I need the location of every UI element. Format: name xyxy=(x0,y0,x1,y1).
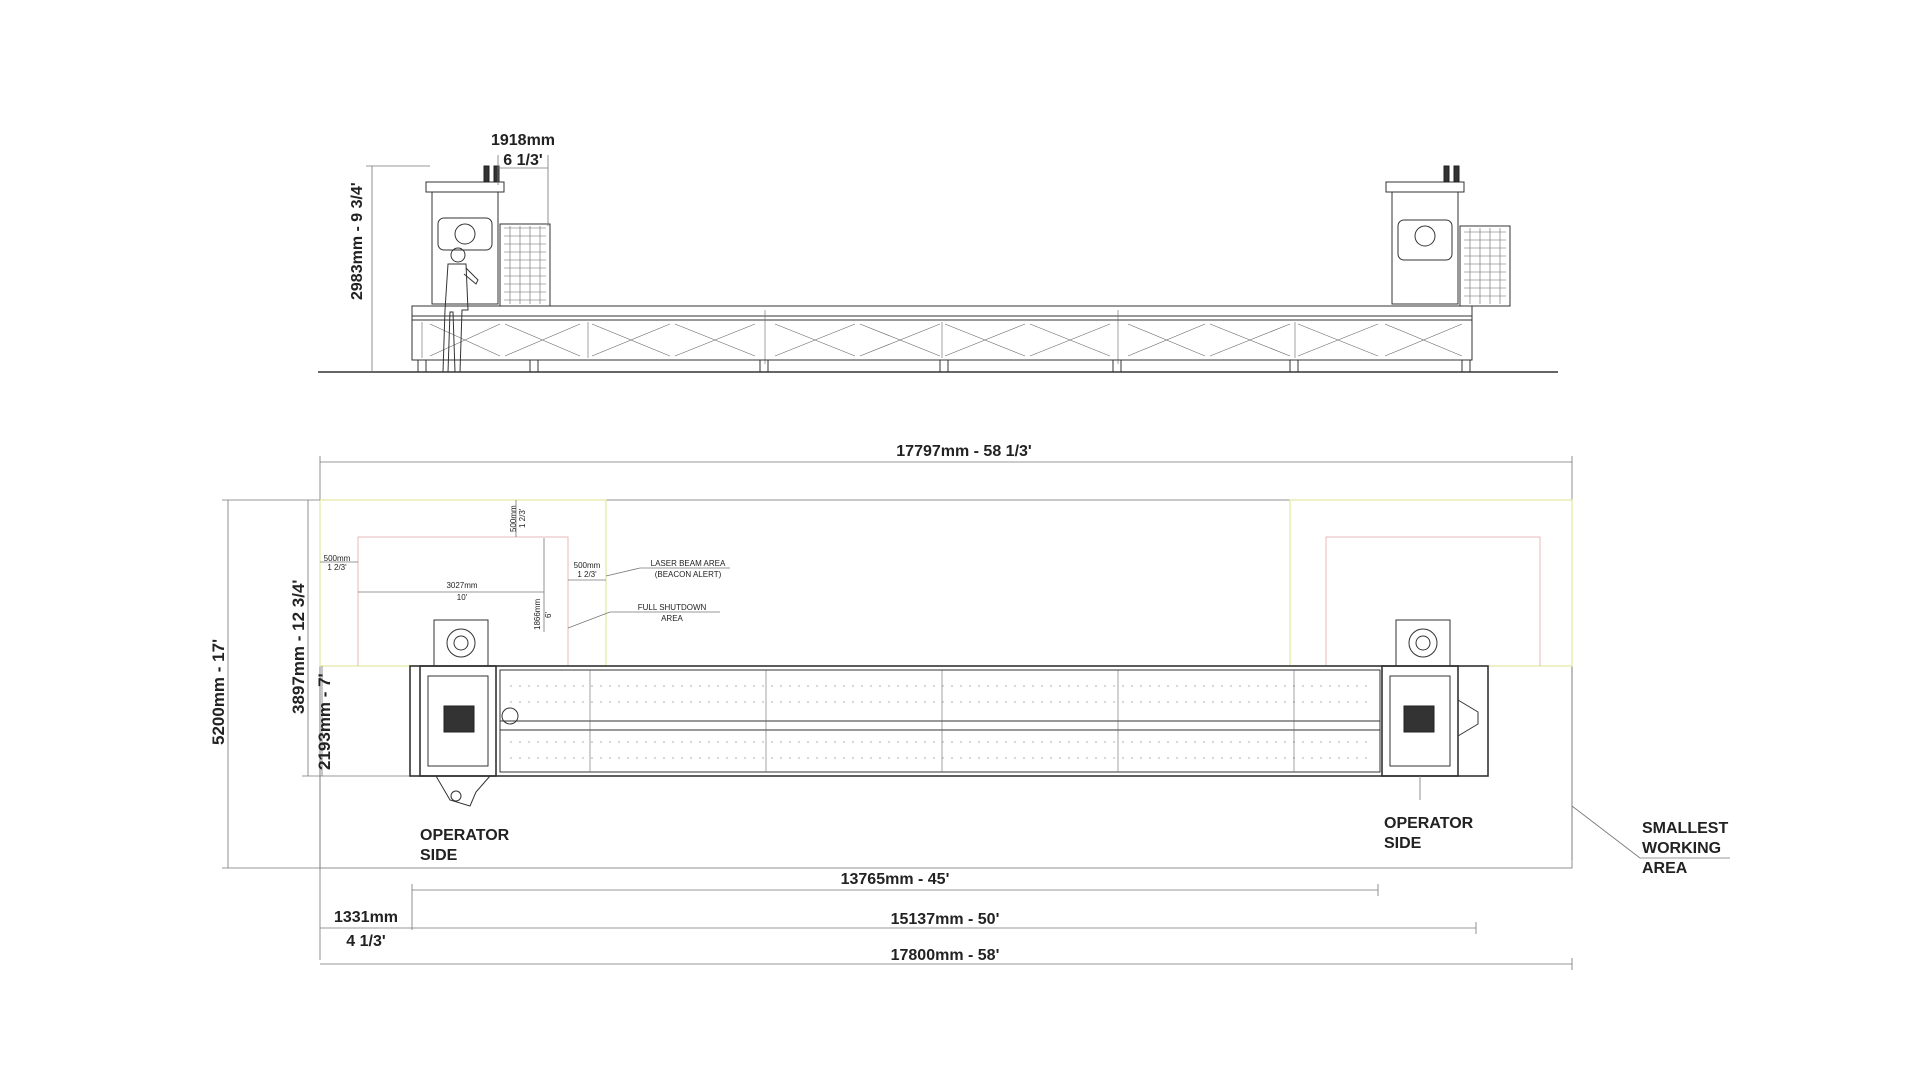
elevation-height-dim: 2983mm - 9 3/4' xyxy=(349,182,366,300)
zone-width-dim: 3897mm - 12 3/4' xyxy=(289,580,308,714)
left-gantry xyxy=(425,165,551,307)
dim-500-right-mm: 500mm xyxy=(574,561,601,570)
shutdown-zone-right xyxy=(1325,536,1541,666)
laser-beam-area-label-1: LASER BEAM AREA xyxy=(651,559,726,568)
smallest-area-label-3: AREA xyxy=(1642,860,1688,877)
elevation-width-mm: 1918mm xyxy=(491,132,555,149)
plan-machine-bed xyxy=(409,665,1489,777)
operator-side-left-1: OPERATOR xyxy=(420,827,510,844)
overall-length-dim: 17797mm - 58 1/3' xyxy=(896,443,1031,460)
dim-13765: 13765mm - 45' xyxy=(841,871,950,888)
dim-17800: 17800mm - 58' xyxy=(891,947,1000,964)
dim-1866-mm: 1866mm xyxy=(533,599,542,630)
plan-left-gantry xyxy=(419,619,519,807)
dim-500-right-ft: 1 2/3' xyxy=(577,570,597,579)
operator-side-left-2: SIDE xyxy=(420,847,458,864)
elevation-width-ft: 6 1/3' xyxy=(503,152,542,169)
operator-side-right-2: SIDE xyxy=(1384,835,1422,852)
dim-1866-ft: 6' xyxy=(544,612,553,618)
operator-figure xyxy=(442,247,479,373)
dim-3027-ft: 10' xyxy=(457,593,468,602)
smallest-working-area-outline xyxy=(319,499,1573,869)
plan-view: 17797mm - 58 1/3' 5200mm - 17' 3897mm - … xyxy=(209,443,1730,970)
dim-15137: 15137mm - 50' xyxy=(891,911,1000,928)
full-shutdown-label-1: FULL SHUTDOWN xyxy=(638,603,707,612)
smallest-area-label-1: SMALLEST xyxy=(1642,820,1728,837)
dim-500-left-ft: 1 2/3' xyxy=(327,563,347,572)
dim-500-top-mm: 500mm xyxy=(509,505,518,532)
laser-beam-area-label-2: (BEACON ALERT) xyxy=(655,570,722,579)
smallest-area-leader xyxy=(1571,805,1641,859)
dim-500-left-mm: 500mm xyxy=(324,554,351,563)
dim-1331-ft: 4 1/3' xyxy=(346,933,385,950)
laser-zone-right xyxy=(1289,499,1573,667)
dim-1331-mm: 1331mm xyxy=(334,909,398,926)
plan-right-gantry xyxy=(1381,619,1479,800)
right-gantry xyxy=(1385,165,1511,307)
truss-bracing xyxy=(421,310,1463,364)
machine-width-dim: 2193mm - 7' xyxy=(315,673,334,770)
bed-top-rail xyxy=(411,305,1473,317)
shutdown-zone-left xyxy=(357,536,569,666)
side-elevation: 1918mm 6 1/3' 2983mm - 9 3/4' xyxy=(318,132,1558,373)
operator-side-right-1: OPERATOR xyxy=(1384,815,1474,832)
overall-width-dim: 5200mm - 17' xyxy=(209,639,228,745)
full-shutdown-label-2: AREA xyxy=(661,614,683,623)
dim-3027-mm: 3027mm xyxy=(446,581,477,590)
dim-500-top-ft: 1 2/3' xyxy=(518,508,527,528)
smallest-area-label-2: WORKING xyxy=(1642,840,1721,857)
